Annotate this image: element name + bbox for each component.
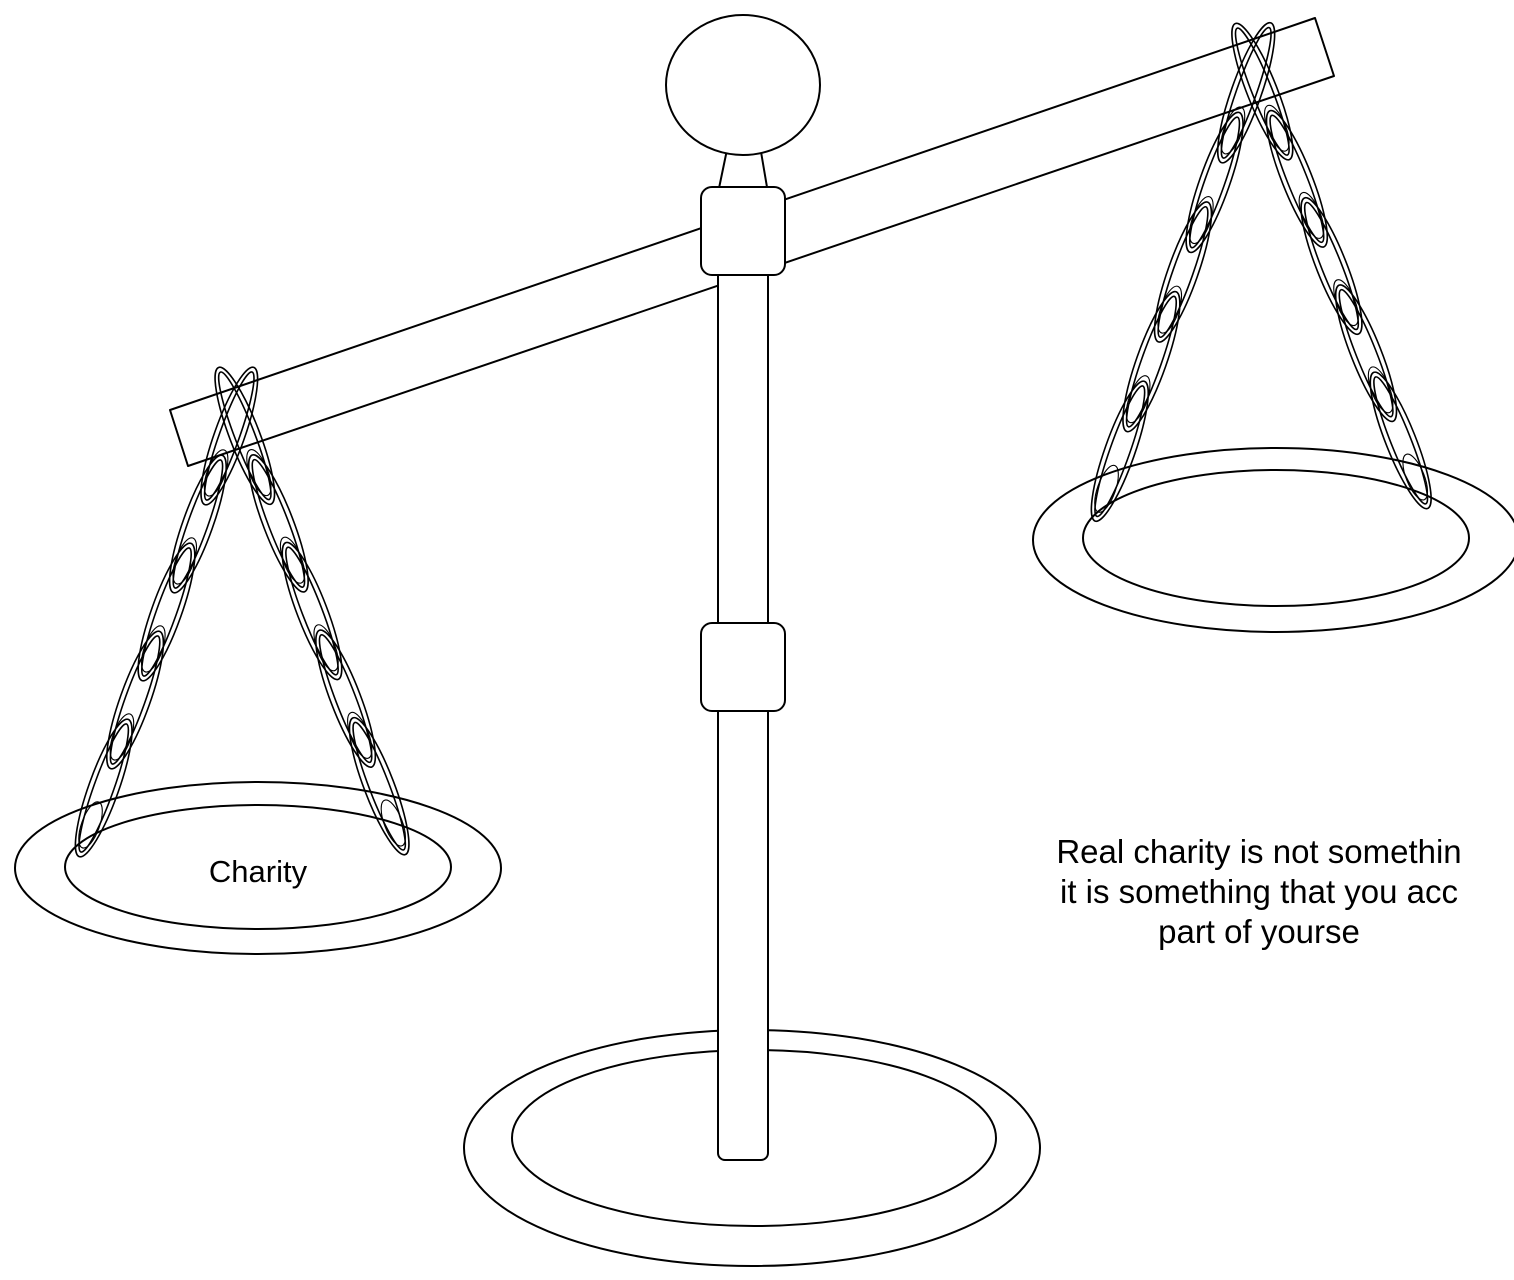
chain-link	[315, 629, 377, 768]
chain-link	[1090, 380, 1150, 523]
chain-link	[1153, 201, 1213, 343]
quote-line-1: Real charity is not somethin	[1056, 833, 1462, 870]
scale-post	[700, 186, 786, 1161]
chain-link	[137, 542, 196, 682]
chain-link	[1122, 290, 1181, 433]
chain-link	[74, 718, 133, 858]
quote-text: Real charity is not somethin it is somet…	[949, 832, 1514, 952]
chain-link	[1231, 22, 1294, 161]
scale-knob	[665, 14, 821, 194]
chain-link	[200, 366, 259, 506]
chain-link	[348, 716, 410, 856]
chain-link	[281, 541, 343, 681]
chain-link	[106, 630, 165, 770]
right-pan	[1032, 447, 1514, 633]
left-chains	[74, 366, 410, 858]
quote-line-3: part of yourse	[1158, 913, 1360, 950]
chain-link	[214, 366, 276, 506]
left-pan-label: Charity	[209, 854, 308, 889]
chain-link	[1216, 21, 1276, 164]
quote-line-2: it is something that you acc	[1059, 873, 1459, 910]
chain-link	[1334, 284, 1398, 423]
chain-link	[168, 454, 227, 594]
right-chains	[1090, 21, 1432, 523]
chain-link	[247, 454, 309, 593]
post-collar	[700, 622, 786, 712]
chain-link	[1369, 371, 1432, 510]
chain-link	[1185, 111, 1244, 254]
beam-collar	[700, 186, 786, 276]
chain-link	[1300, 196, 1363, 336]
chain-link	[1265, 109, 1329, 248]
